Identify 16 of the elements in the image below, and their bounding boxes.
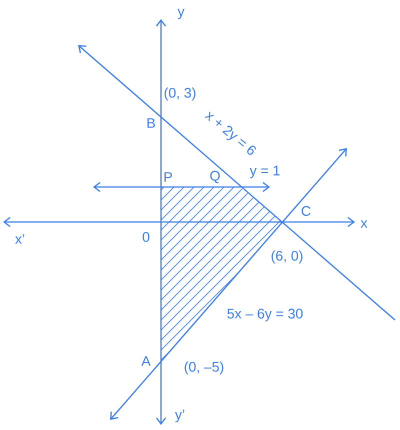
equation-label: 5x – 6y = 30 [227, 308, 303, 322]
point-label: B [148, 118, 155, 128]
axis-label: 0 [142, 232, 150, 242]
axis-label: x [360, 220, 368, 228]
axis-label: y’ [175, 410, 184, 422]
point-label: A [141, 356, 151, 366]
axis-label: x’ [15, 234, 24, 244]
coordinate-label: (0, 3) [164, 88, 196, 100]
equation-label: y = 1 [250, 166, 280, 178]
point-label: P [164, 172, 172, 182]
coordinate-label: (6, 0) [272, 250, 302, 264]
point-label: Q [210, 170, 220, 184]
point-label: C [302, 206, 310, 216]
equation-label: x + 2y = 6 [204, 111, 256, 155]
coordinate-label: (0, –5) [184, 362, 224, 374]
axis-label: y [178, 8, 184, 20]
